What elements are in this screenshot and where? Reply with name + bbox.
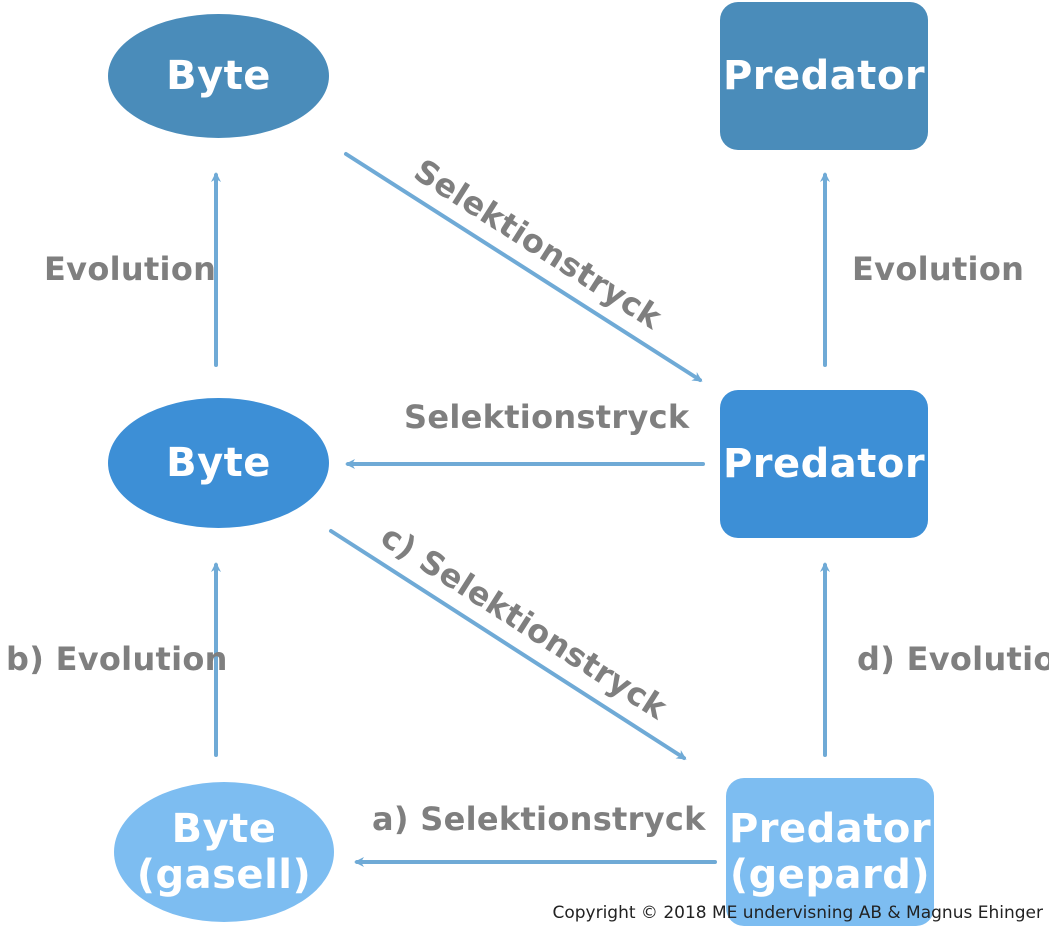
label-evolution-top-right: Evolution: [852, 250, 1025, 288]
predator-node-top: Predator: [720, 2, 928, 150]
predator-node-bottom-label-2: (gepard): [729, 852, 931, 898]
prey-node-bottom-label-2: (gasell): [136, 852, 312, 898]
arrow-selection-diagonal-top: [344, 152, 703, 382]
label-evolution-top-left: Evolution: [44, 250, 217, 288]
prey-node-top: Byte: [108, 14, 329, 138]
predator-node-middle: Predator: [720, 390, 928, 538]
predator-node-bottom: Predator (gepard): [726, 778, 934, 926]
prey-node-top-label: Byte: [166, 53, 271, 99]
copyright-text: Copyright © 2018 ME undervisning AB & Ma…: [552, 903, 1043, 923]
arrow-selection-diagonal-bottom: [329, 529, 687, 760]
prey-node-middle-label: Byte: [166, 440, 271, 486]
label-evolution-bottom-right: d) Evolution: [857, 640, 1049, 678]
predator-node-top-label: Predator: [722, 53, 926, 99]
predator-node-bottom-label-1: Predator: [728, 806, 932, 852]
label-selection-horizontal-bottom: a) Selektionstryck: [372, 800, 706, 838]
predator-node-middle-label: Predator: [722, 441, 926, 487]
label-evolution-bottom-left: b) Evolution: [6, 640, 228, 678]
prey-node-bottom-label-1: Byte: [171, 806, 277, 852]
prey-node-bottom: Byte (gasell): [114, 782, 334, 922]
label-selection-horizontal-middle: Selektionstryck: [404, 398, 690, 436]
prey-node-middle: Byte: [108, 398, 329, 528]
